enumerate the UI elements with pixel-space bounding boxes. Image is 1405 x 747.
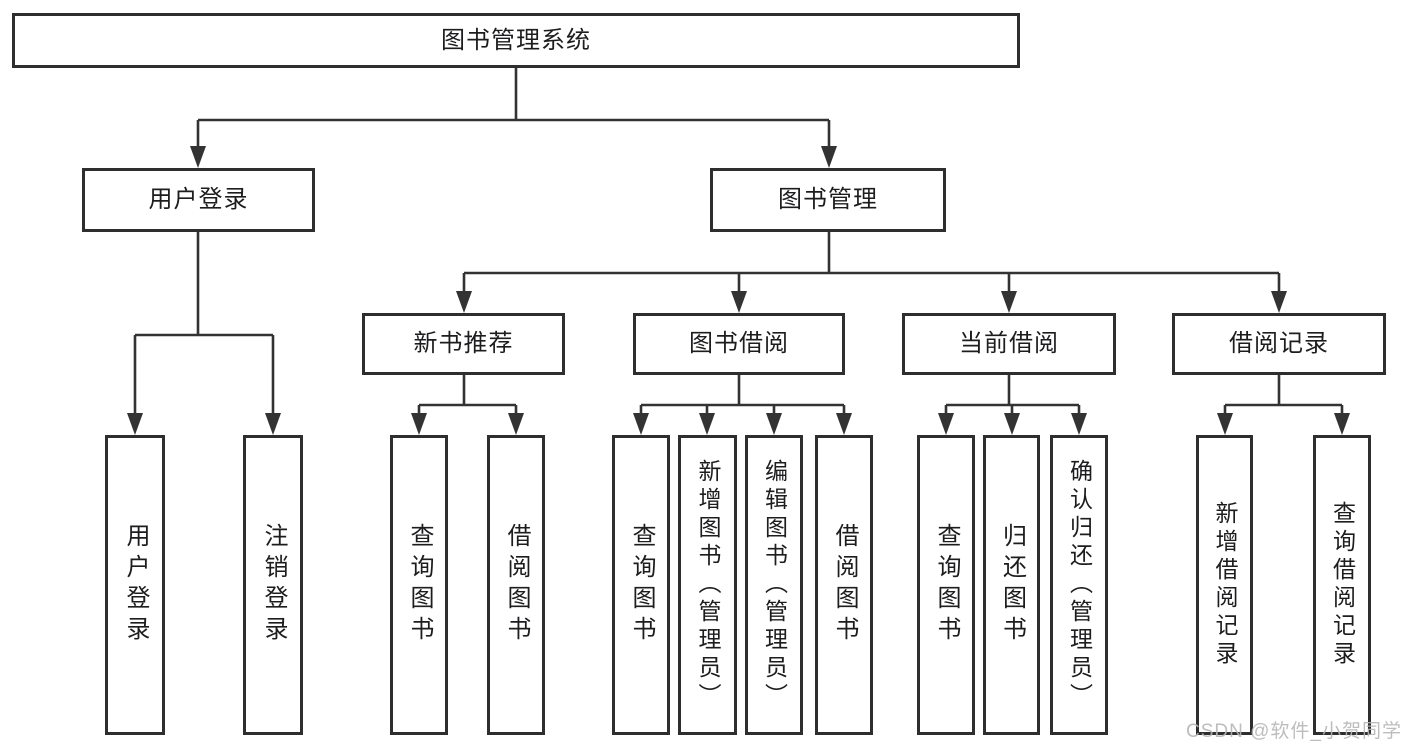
node-leaf-confirm-return-admin: 确认归还（管理员）: [1050, 435, 1108, 735]
node-borrow-records-label: 借阅记录: [1229, 330, 1329, 357]
node-leaf-logout-label: 注销登录: [260, 523, 287, 647]
node-leaf-borrow-books: 借阅图书: [815, 435, 873, 735]
node-leaf-add-books-admin: 新增图书（管理员）: [678, 435, 737, 735]
node-leaf-query-books-current: 查询图书: [917, 435, 975, 735]
node-leaf-confirm-return-admin-label: 确认归还（管理员）: [1066, 459, 1093, 711]
node-user-login-label: 用户登录: [148, 186, 249, 213]
node-leaf-query-borrow-record: 查询借阅记录: [1313, 435, 1371, 735]
node-leaf-query-books-borrow: 查询图书: [612, 435, 670, 735]
node-book-mgmt: 图书管理: [710, 168, 946, 232]
node-leaf-return-books-label: 归还图书: [998, 523, 1026, 647]
node-root: 图书管理系统: [12, 13, 1020, 68]
node-leaf-query-books-borrow-label: 查询图书: [628, 523, 655, 647]
node-user-login: 用户登录: [82, 168, 315, 232]
node-book-borrow: 图书借阅: [633, 313, 845, 375]
node-leaf-query-books-current-label: 查询图书: [933, 523, 960, 647]
node-book-borrow-label: 图书借阅: [689, 330, 789, 357]
node-borrow-records: 借阅记录: [1172, 313, 1386, 375]
node-leaf-user-login: 用户登录: [105, 435, 165, 735]
node-new-book-rec-label: 新书推荐: [413, 330, 514, 357]
node-leaf-query-books-rec-label: 查询图书: [406, 523, 433, 647]
node-new-book-rec: 新书推荐: [362, 313, 565, 375]
csdn-watermark: CSDN @软件_小贺同学: [1186, 721, 1402, 742]
node-leaf-borrow-books-rec-label: 借阅图书: [503, 523, 530, 647]
node-current-borrow: 当前借阅: [902, 313, 1116, 375]
node-leaf-borrow-books-label: 借阅图书: [831, 523, 858, 647]
node-leaf-user-login-label: 用户登录: [122, 523, 149, 647]
node-leaf-add-borrow-record-label: 新增借阅记录: [1212, 501, 1238, 669]
node-book-mgmt-label: 图书管理: [778, 186, 878, 213]
node-leaf-edit-books-admin: 编辑图书（管理员）: [745, 435, 803, 735]
node-leaf-borrow-books-rec: 借阅图书: [487, 435, 545, 735]
node-leaf-add-books-admin-label: 新增图书（管理员）: [695, 459, 721, 711]
node-leaf-query-books-rec: 查询图书: [390, 435, 448, 735]
node-leaf-return-books: 归还图书: [983, 435, 1040, 735]
node-root-label: 图书管理系统: [441, 26, 591, 54]
node-leaf-add-borrow-record: 新增借阅记录: [1196, 435, 1253, 735]
node-leaf-edit-books-admin-label: 编辑图书（管理员）: [761, 459, 788, 711]
node-leaf-logout: 注销登录: [243, 435, 303, 735]
node-leaf-query-borrow-record-label: 查询借阅记录: [1329, 501, 1356, 669]
node-current-borrow-label: 当前借阅: [959, 330, 1059, 357]
